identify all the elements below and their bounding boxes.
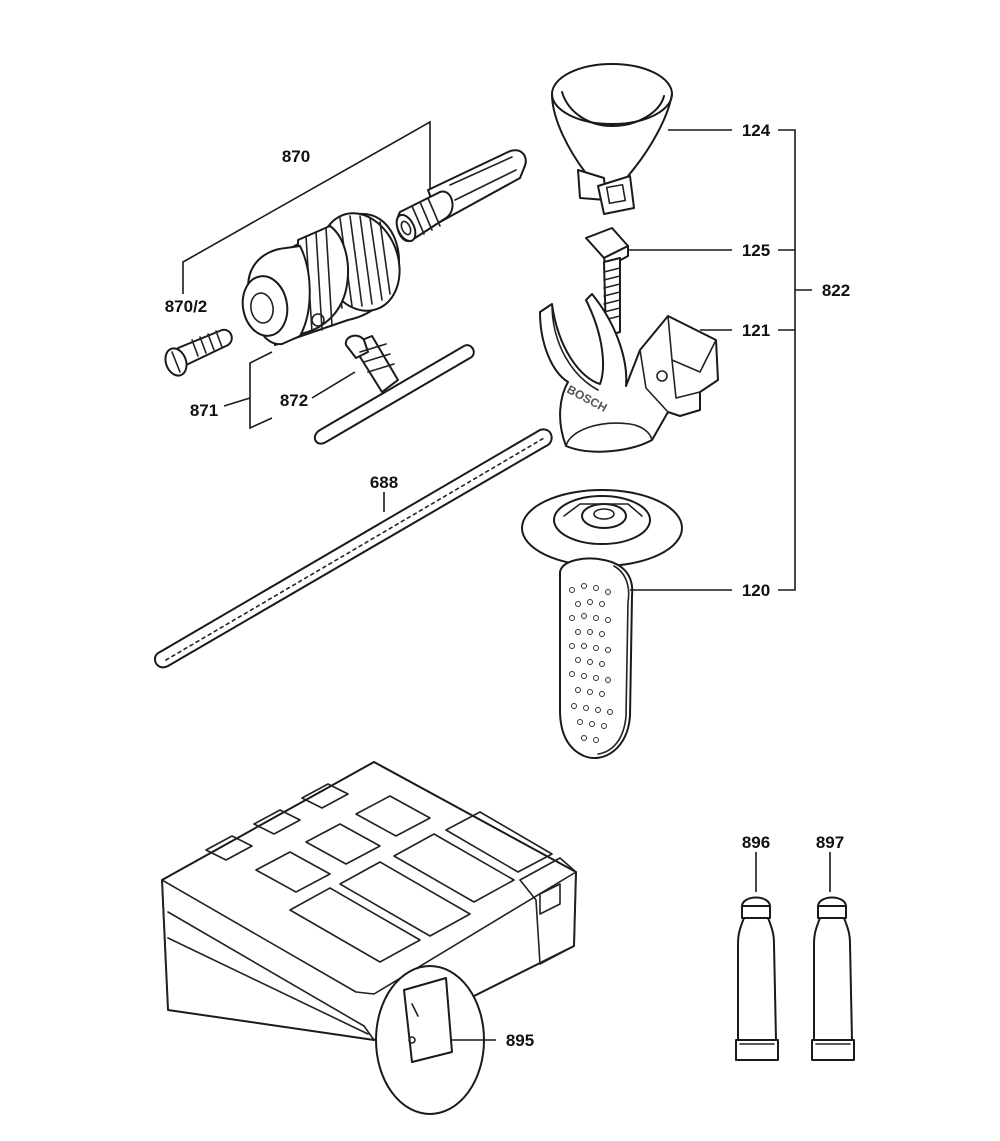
grease-tube-897	[811, 852, 855, 1061]
label-870-2: 870/2	[165, 297, 208, 316]
label-822: 822	[822, 281, 850, 300]
label-895: 895	[506, 1031, 534, 1050]
case-lid-ribs	[205, 783, 553, 963]
part-labels: 870 870/2 871 872 688 124 125 121 120 82…	[165, 121, 850, 1050]
label-896: 896	[742, 833, 770, 852]
chuck-key	[313, 334, 475, 445]
handle-bracket: BOSCH	[539, 293, 719, 453]
side-handle	[521, 489, 683, 759]
carrying-case	[161, 761, 577, 1115]
label-120: 120	[742, 581, 770, 600]
leader-872	[311, 371, 356, 399]
grease-tube-896	[735, 852, 779, 1061]
label-688: 688	[370, 473, 398, 492]
label-871: 871	[190, 401, 218, 420]
label-124: 124	[742, 121, 771, 140]
bracket-870	[182, 120, 431, 294]
clamp-band	[551, 63, 673, 215]
label-897: 897	[816, 833, 844, 852]
grip-dots	[569, 583, 613, 743]
label-121: 121	[742, 321, 770, 340]
bracket-871	[223, 351, 273, 430]
bracket-822	[628, 129, 812, 591]
screw-870-2	[164, 328, 233, 377]
drill-chuck	[241, 212, 401, 346]
label-872: 872	[280, 391, 308, 410]
sds-adapter-shank	[395, 149, 527, 243]
depth-rod	[153, 428, 553, 669]
label-125: 125	[742, 241, 770, 260]
label-870: 870	[282, 147, 310, 166]
